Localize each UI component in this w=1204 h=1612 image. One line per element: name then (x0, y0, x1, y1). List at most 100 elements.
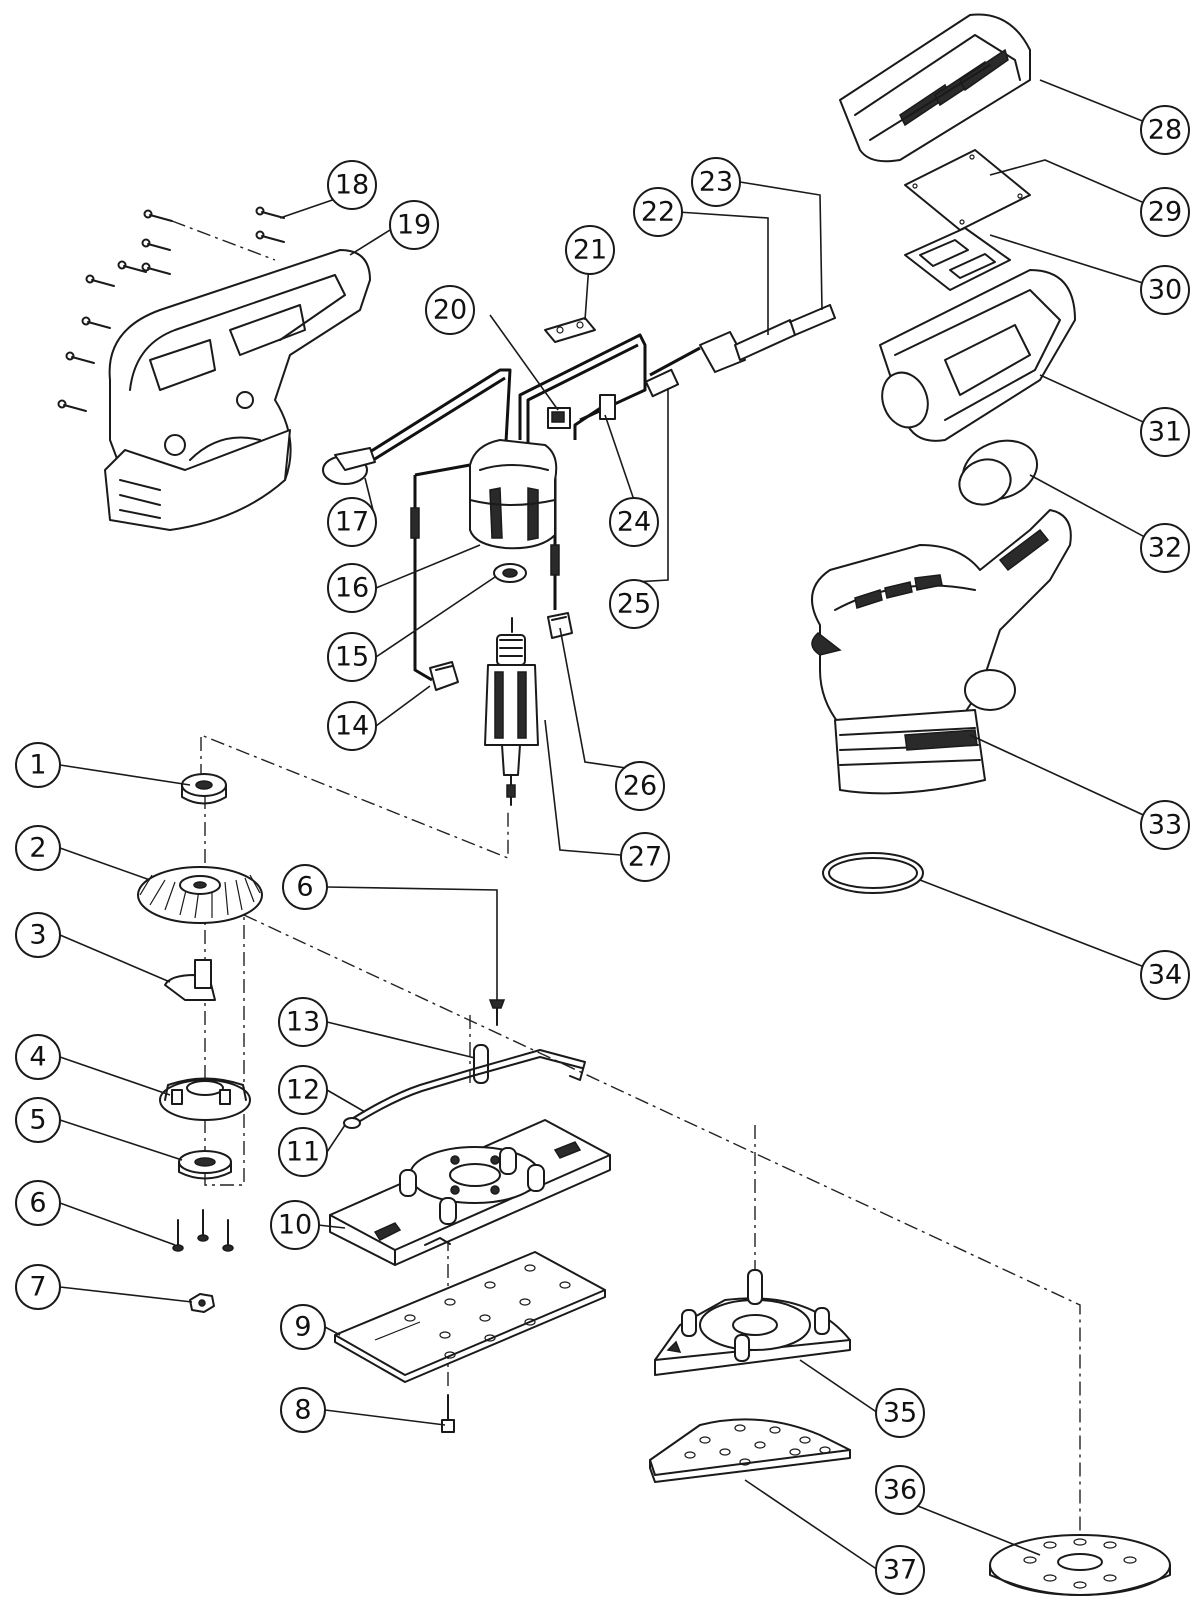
part-35-delta-base (654, 1269, 851, 1376)
part-27-armature (484, 617, 539, 806)
part-34-sealing-ring (822, 852, 924, 894)
svg-text:4: 4 (29, 1042, 46, 1073)
part-8-screw (441, 1394, 455, 1433)
part-15-bearing (493, 563, 527, 583)
callout-3: 3 (15, 912, 61, 958)
part-25-terminal-block (644, 368, 680, 398)
svg-text:17: 17 (335, 507, 369, 538)
part-3-counterweight (164, 959, 216, 1001)
callout-26: 26 (615, 761, 665, 811)
part-33-assembled-sander (811, 509, 1072, 795)
part-30-filter-frame (904, 227, 1011, 291)
part-5-bearing (178, 1150, 232, 1180)
part-18-screws (57, 206, 285, 412)
part-36-round-pad (989, 1534, 1171, 1596)
part-26-brush-holder (547, 612, 573, 639)
part-2-fan (137, 866, 263, 924)
svg-text:11: 11 (286, 1137, 320, 1168)
callout-9: 9 (280, 1304, 326, 1350)
callout-34: 34 (1140, 950, 1190, 1000)
callout-13: 13 (278, 997, 328, 1047)
part-32-dust-adapter (958, 439, 1038, 506)
svg-text:35: 35 (883, 1398, 917, 1429)
part-31-dust-box (879, 269, 1076, 442)
part-13-pin (473, 1044, 489, 1084)
callout-31: 31 (1140, 407, 1190, 457)
part-1-bearing (181, 773, 227, 805)
svg-text:8: 8 (294, 1395, 311, 1426)
svg-text:25: 25 (617, 589, 651, 620)
callout-6-upper: 6 (282, 864, 328, 910)
callout-8: 8 (280, 1387, 326, 1433)
callout-22: 22 (633, 187, 683, 237)
svg-text:37: 37 (883, 1555, 917, 1586)
part-9-sanding-sheet (334, 1251, 606, 1383)
svg-text:33: 33 (1148, 810, 1182, 841)
part-12-clamp-wire (349, 1049, 586, 1127)
svg-text:12: 12 (286, 1075, 320, 1106)
part-21-cable-clamp (544, 317, 596, 343)
part-23-power-cord (789, 304, 836, 336)
part-4-bearing-seat (159, 1077, 251, 1121)
part-6-screws-lower (172, 1209, 234, 1252)
callout-16: 16 (327, 563, 377, 613)
svg-text:18: 18 (335, 170, 369, 201)
part-28-top-cover (839, 13, 1031, 163)
svg-text:20: 20 (433, 295, 467, 326)
callout-2: 2 (15, 825, 61, 871)
callout-36: 36 (875, 1465, 925, 1515)
svg-text:26: 26 (623, 771, 657, 802)
callout-10: 10 (270, 1200, 320, 1250)
callout-30: 30 (1140, 265, 1190, 315)
svg-text:34: 34 (1148, 960, 1182, 991)
callout-28: 28 (1140, 105, 1190, 155)
callout-15: 15 (327, 632, 377, 682)
svg-text:19: 19 (397, 210, 431, 241)
svg-text:29: 29 (1148, 197, 1182, 228)
callout-25: 25 (609, 579, 659, 629)
callout-18: 18 (327, 160, 377, 210)
part-20-switch (547, 407, 571, 429)
callout-29: 29 (1140, 187, 1190, 237)
callout-23: 23 (691, 157, 741, 207)
callout-7: 7 (15, 1264, 61, 1310)
callout-5: 5 (15, 1097, 61, 1143)
callout-24: 24 (609, 497, 659, 547)
part-7-nut (189, 1293, 215, 1313)
part-17-speed-control (322, 447, 376, 485)
callout-14: 14 (327, 701, 377, 751)
part-10-base-plate (329, 1119, 611, 1266)
callout-11: 11 (278, 1127, 328, 1177)
callout-27: 27 (620, 832, 670, 882)
callout-6-lower: 6 (15, 1180, 61, 1226)
callout-12: 12 (278, 1065, 328, 1115)
part-22-cable-guard (699, 319, 796, 373)
callout-32: 32 (1140, 523, 1190, 573)
svg-text:1: 1 (29, 750, 46, 781)
svg-text:6: 6 (296, 872, 313, 903)
svg-text:6: 6 (29, 1188, 46, 1219)
callout-19: 19 (389, 200, 439, 250)
callout-21: 21 (565, 225, 615, 275)
callout-37: 37 (875, 1545, 925, 1595)
svg-text:23: 23 (699, 167, 733, 198)
svg-text:14: 14 (335, 711, 369, 742)
svg-text:28: 28 (1148, 115, 1182, 146)
part-11-spring-end (343, 1117, 361, 1129)
svg-text:7: 7 (29, 1272, 46, 1303)
callout-17: 17 (327, 497, 377, 547)
part-19-housing-half (104, 249, 371, 531)
part-37-delta-sheet (649, 1418, 851, 1483)
svg-text:24: 24 (617, 507, 651, 538)
svg-text:30: 30 (1148, 275, 1182, 306)
callouts: 1 2 3 4 5 6 6 7 8 9 10 11 12 13 14 15 16… (15, 105, 1190, 1595)
part-24-capacitor (599, 394, 616, 420)
part-6-screw-upper (488, 999, 506, 1026)
svg-text:9: 9 (294, 1312, 311, 1343)
callout-35: 35 (875, 1388, 925, 1438)
svg-text:3: 3 (29, 920, 46, 951)
svg-text:36: 36 (883, 1475, 917, 1506)
svg-text:16: 16 (335, 573, 369, 604)
svg-text:21: 21 (573, 235, 607, 266)
